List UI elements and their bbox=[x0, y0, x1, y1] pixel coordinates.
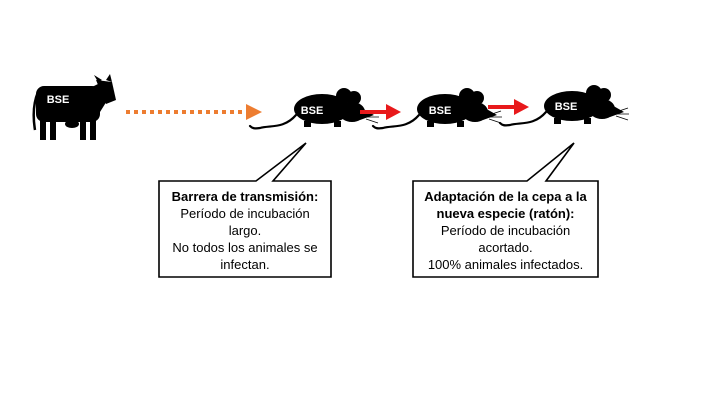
mouse-label: BSE bbox=[428, 105, 452, 117]
callout-box bbox=[412, 142, 599, 278]
adaptation-arrow bbox=[488, 99, 529, 115]
callout-heading: Barrera de transmisión: bbox=[171, 189, 319, 204]
callout-line: infectan. bbox=[220, 257, 270, 272]
callout-text: Adaptación de la cepa a la nueva especie… bbox=[414, 188, 597, 273]
adaptation-arrow bbox=[360, 104, 401, 120]
callout-heading: Adaptación de la cepa a la bbox=[424, 189, 587, 204]
callout-heading: nueva especie (ratón): bbox=[436, 206, 575, 221]
callout-line: No todos los animales se bbox=[172, 240, 318, 255]
callout-text: Barrera de transmisión: Período de incub… bbox=[160, 188, 330, 273]
cow-icon bbox=[32, 74, 116, 140]
transmission-arrow bbox=[126, 104, 262, 120]
callout-line: largo. bbox=[228, 223, 262, 238]
cow-label: BSE bbox=[46, 94, 70, 106]
callout-line: Período de incubación bbox=[440, 223, 571, 238]
mouse-label: BSE bbox=[554, 101, 578, 113]
callout-line: 100% animales infectados. bbox=[427, 257, 584, 272]
mouse-label: BSE bbox=[300, 105, 324, 117]
callout-box bbox=[158, 142, 332, 278]
callout-line: acortado. bbox=[478, 240, 533, 255]
callout-line: Período de incubación bbox=[180, 206, 310, 221]
